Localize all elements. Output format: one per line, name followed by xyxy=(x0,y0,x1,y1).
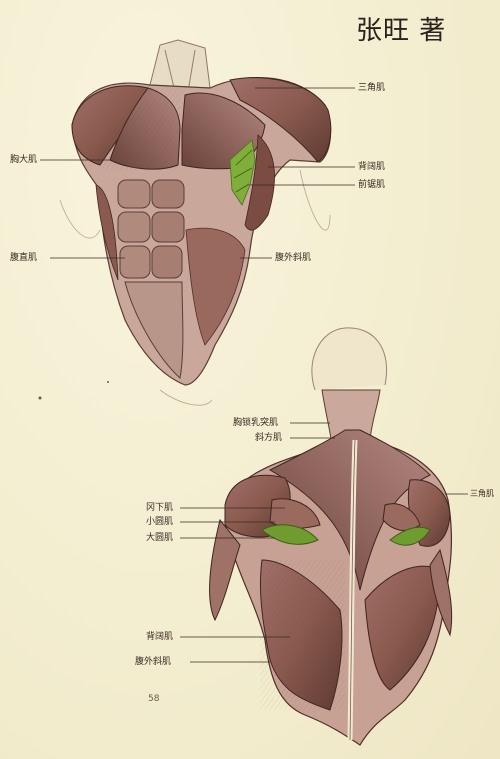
label-external-oblique-front: 腹外斜肌 xyxy=(275,253,311,263)
label-latissimus-back: 背阔肌 xyxy=(146,632,173,642)
label-infraspinatus: 冈下肌 xyxy=(146,503,173,513)
label-serratus-anterior: 前锯肌 xyxy=(358,180,385,190)
label-sternocleidomastoid: 胸锁乳突肌 xyxy=(233,418,278,428)
label-deltoid-front: 三角肌 xyxy=(358,83,385,93)
label-pectoralis-major: 胸大肌 xyxy=(10,155,37,165)
neck xyxy=(150,40,210,88)
page-number: 58 xyxy=(148,694,159,704)
label-trapezius: 斜方肌 xyxy=(255,433,282,443)
label-deltoid-back: 三角肌 xyxy=(470,489,494,499)
label-latissimus-front: 背阔肌 xyxy=(358,162,385,172)
label-teres-minor: 小圆肌 xyxy=(146,517,173,527)
back-torso-figure xyxy=(210,328,452,745)
label-rectus-abdominis: 腹直肌 xyxy=(10,253,37,263)
front-torso-figure xyxy=(60,40,331,405)
label-external-oblique-back: 腹外斜肌 xyxy=(135,657,171,667)
label-teres-major: 大圆肌 xyxy=(146,533,173,543)
